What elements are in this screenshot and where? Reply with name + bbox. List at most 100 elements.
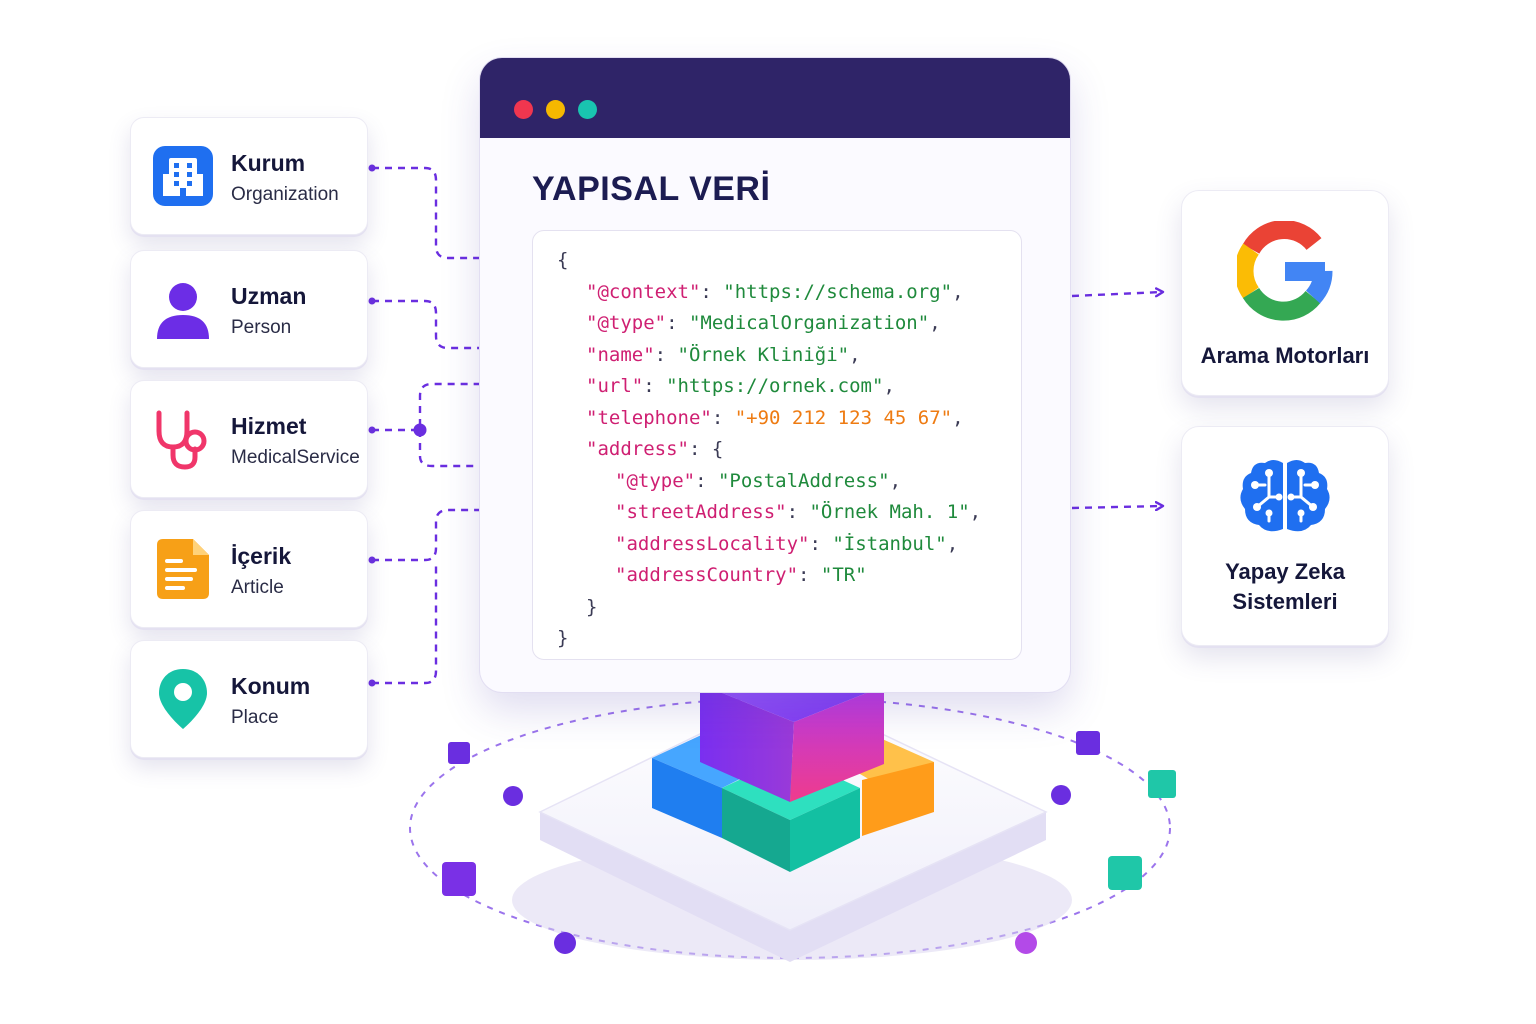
orbit-cube (1108, 856, 1142, 890)
code-token: "addressCountry" (615, 564, 799, 586)
code-line: "telephone": "+90 212 123 45 67", (557, 403, 1021, 435)
maximize-dot (578, 100, 597, 119)
orbit-nodes (442, 731, 1176, 954)
code-token: : (654, 343, 678, 366)
brain-icon (1240, 460, 1330, 532)
code-token: : (643, 375, 667, 397)
entity-card-konum: Konum Place (130, 640, 368, 758)
code-token: , (946, 532, 959, 555)
orbit-sphere (1051, 785, 1071, 805)
purple-cube-side (790, 686, 884, 802)
code-line: { (557, 245, 1021, 277)
code-token: "@type" (586, 312, 667, 334)
entity-title: Hizmet (231, 413, 307, 439)
orbit-cube (442, 862, 476, 896)
code-token: "TR" (820, 564, 867, 586)
code-token: : (798, 564, 821, 586)
code-line: } (557, 623, 1021, 655)
connector-hizmet-up (372, 382, 482, 432)
connector-icerik (372, 508, 482, 562)
code-token: : (695, 469, 718, 492)
code-line: "address": { (557, 434, 1021, 466)
code-token: , (883, 375, 895, 397)
junction-dot (368, 679, 376, 687)
location-pin-icon (159, 669, 207, 729)
code-line: } (557, 592, 1021, 624)
orange-block (862, 762, 934, 836)
entity-title: Uzman (231, 283, 307, 309)
code-token: { (557, 249, 569, 271)
code-token: "Örnek Kliniği" (677, 343, 850, 366)
code-token: "https://schema.org" (723, 280, 953, 303)
code-line: "addressCountry": "TR" (557, 560, 1021, 592)
junction-dot (368, 426, 376, 434)
connector-kurum (372, 166, 482, 260)
code-token: "Örnek Mah. 1" (809, 501, 970, 523)
code-token: , (849, 343, 861, 366)
code-token: "address" (586, 438, 689, 460)
code-token: : { (688, 438, 724, 460)
structured-data-window: YAPISAL VERİ { "@context": "https://schem… (480, 58, 1070, 692)
entity-type: MedicalService (231, 447, 360, 468)
code-token: , (952, 280, 964, 303)
code-token: , (929, 312, 941, 334)
code-token: , (952, 406, 964, 429)
entity-title: Kurum (231, 150, 306, 176)
connector-konum (372, 562, 438, 685)
code-token: } (586, 595, 598, 618)
junction-dot (413, 423, 427, 437)
code-token: : (786, 501, 810, 523)
code-token: "İstanbul" (832, 532, 947, 555)
person-icon (157, 283, 209, 339)
code-token: : (711, 406, 735, 429)
stethoscope-icon (156, 410, 207, 470)
code-token: "url" (586, 375, 644, 397)
code-token: : (666, 312, 689, 334)
code-token: : (809, 532, 833, 555)
code-token: "name" (586, 343, 655, 366)
entity-type: Place (231, 707, 279, 728)
code-line: "name": "Örnek Kliniği", (557, 340, 1021, 372)
code-token: , (889, 469, 902, 492)
junction-dot (368, 164, 376, 172)
junction-dot (368, 556, 376, 564)
entity-type: Organization (231, 184, 339, 205)
code-line: "addressLocality": "İstanbul", (557, 529, 1021, 561)
orbit-sphere (554, 932, 576, 954)
json-ld-code: {"@context": "https://schema.org","@type… (532, 230, 1022, 660)
window-title: YAPISAL VERİ (532, 170, 771, 208)
arrow-to-ai (1071, 506, 1162, 508)
code-line: "streetAddress": "Örnek Mah. 1", (557, 497, 1021, 529)
entity-title: Konum (231, 673, 311, 699)
connector-hizmet-down (418, 430, 482, 468)
entity-card-icerik: İçerik Article (130, 510, 368, 628)
entity-type: Article (231, 577, 284, 598)
google-icon (1237, 221, 1333, 321)
orbit-cube (1076, 731, 1100, 755)
document-icon (157, 539, 209, 599)
target-label: Yapay Zeka Sistemleri (1225, 559, 1345, 614)
junction-dot (368, 297, 376, 305)
blue-block (652, 758, 722, 838)
window-titlebar (480, 58, 1070, 138)
entity-card-uzman: Uzman Person (130, 250, 368, 368)
target-label: Arama Motorları (1200, 343, 1370, 368)
code-token: : (700, 280, 724, 303)
code-line: "url": "https://ornek.com", (557, 371, 1021, 403)
entity-title: İçerik (231, 543, 292, 569)
code-token: "https://ornek.com" (666, 375, 884, 397)
code-token: "streetAddress" (615, 501, 787, 523)
orbit-cube (448, 742, 470, 764)
code-token: , (969, 501, 982, 523)
code-token: "addressLocality" (615, 532, 810, 555)
code-token: "@context" (586, 280, 701, 303)
orbit-cube (1148, 770, 1176, 798)
teal-block (722, 788, 790, 872)
target-card-ai-systems: Yapay Zeka Sistemleri (1181, 426, 1389, 646)
target-card-search-engines: Arama Motorları (1181, 190, 1389, 396)
code-line: "@type": "PostalAddress", (557, 466, 1021, 498)
code-token: "MedicalOrganization" (688, 312, 930, 334)
code-token: } (557, 627, 569, 649)
purple-cube-front (700, 684, 794, 802)
